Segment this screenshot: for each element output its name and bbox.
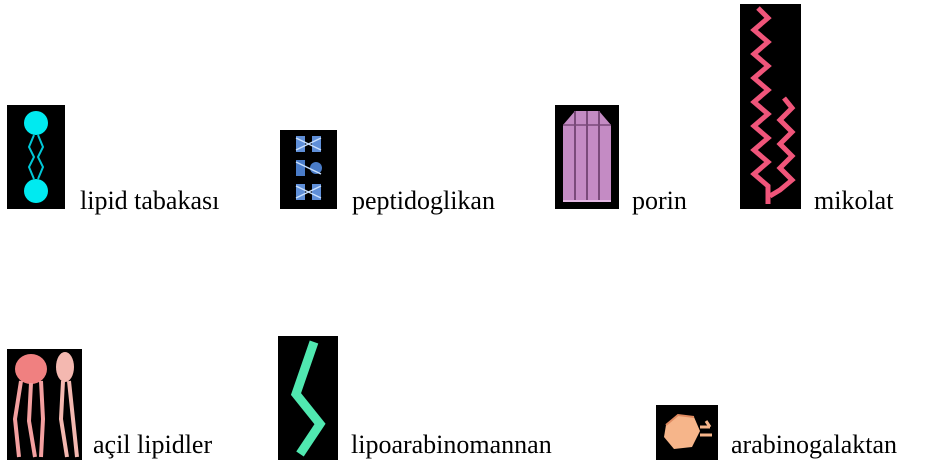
porin-icon	[555, 105, 619, 209]
legend-label-porin: porin	[632, 186, 687, 216]
acyl-lipids-icon	[7, 349, 82, 460]
lipid-bilayer-icon	[7, 105, 65, 209]
arabinogalactan-icon	[656, 405, 718, 460]
legend-label-peptidoglycan: peptidoglikan	[352, 186, 495, 216]
peptidoglycan-icon	[280, 130, 337, 209]
legend-label-lipid-layer: lipid tabakası	[80, 186, 219, 216]
lipoarabinomannan-icon	[278, 336, 338, 460]
legend-label-acyl-lipids: açil lipidler	[93, 430, 212, 460]
mycolate-icon	[740, 4, 801, 209]
legend-label-mycolate: mikolat	[814, 186, 893, 216]
legend-label-lipoarabinomannan: lipoarabinomannan	[351, 430, 552, 460]
legend-label-arabinogalactan: arabinogalaktan	[731, 430, 897, 460]
